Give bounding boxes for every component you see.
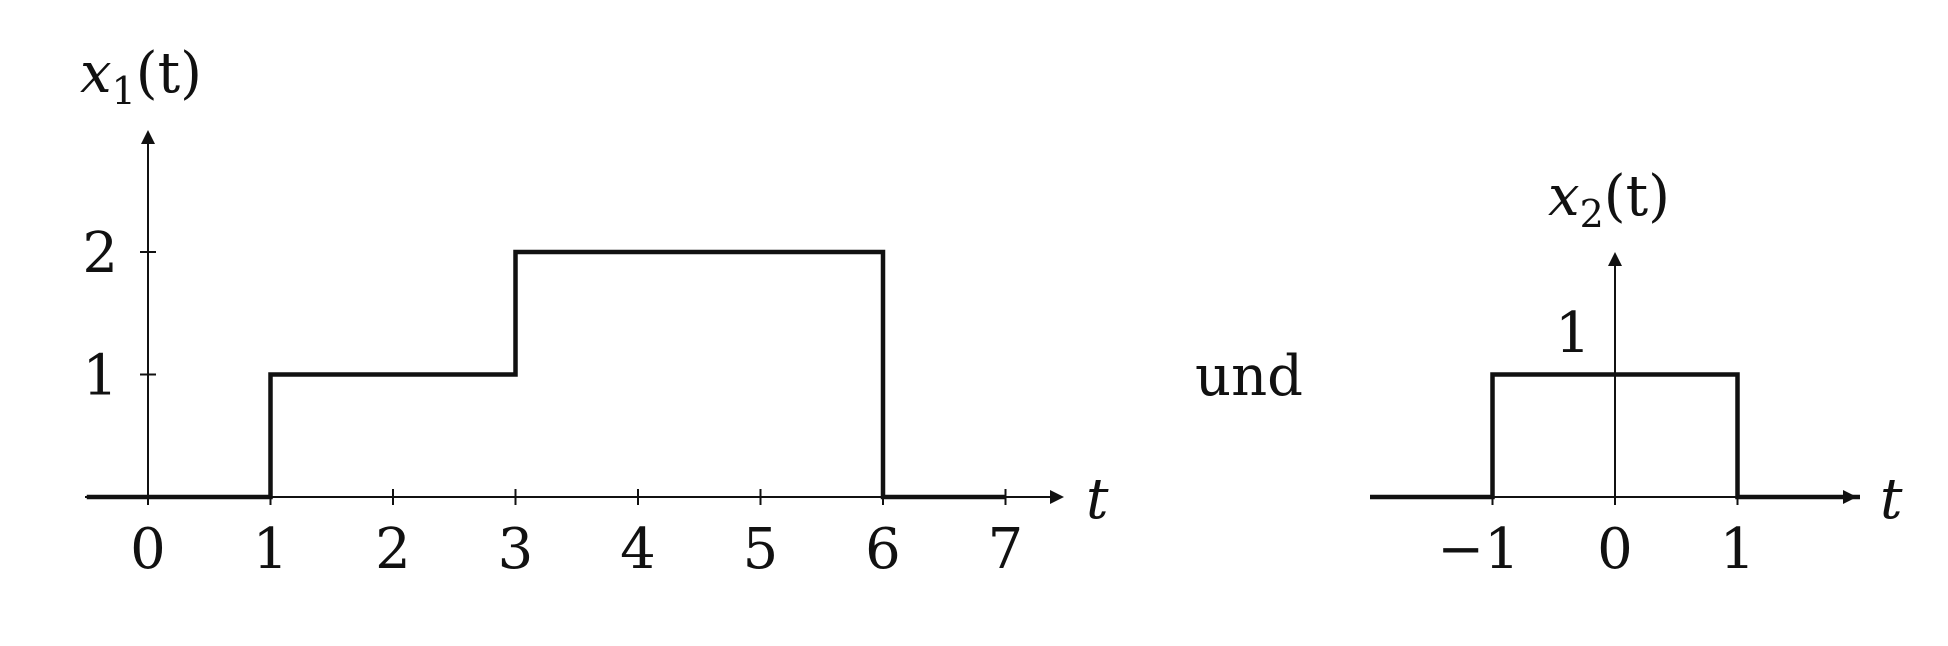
x1-xtick-label: 4 [620,517,656,582]
x2-signal-line [1370,372,1860,500]
x1-xtick-label: 0 [130,517,166,582]
x2-level-label: 1 [1555,301,1591,366]
x2-xtick-label: −1 [1437,517,1520,582]
x1-xtick-label: 1 [253,517,289,582]
x1-ytick-label: 2 [82,221,118,286]
x1-ylabel-main: x [80,41,112,106]
x1-yticks: 12 [82,221,156,409]
connector-text: und [1195,344,1303,409]
x2-xtick-label: 0 [1597,517,1633,582]
x1-ylabel-tail: (t) [136,41,202,106]
x1-xtick-label: 5 [743,517,779,582]
x1-xtick-label: 7 [988,517,1024,582]
x2-xticks: −1 0 1 [1437,489,1755,582]
x1-xtick-label: 6 [865,517,901,582]
x2-xlabel: t [1880,467,1903,532]
x1-ytick-label: 1 [82,344,118,409]
x1-xlabel: t [1086,467,1109,532]
x2-ylabel-tail: (t) [1604,164,1670,229]
chart-x2: −1 0 1 1 t x2(t) [1370,164,1903,582]
x1-ylabel-sub: 1 [112,69,136,113]
x2-ylabel-sub: 2 [1580,192,1604,236]
x2-ylabel-main: x [1548,164,1580,229]
x1-signal-line [86,249,1006,500]
x1-ylabel: x1(t) [80,41,202,113]
x2-xtick-label: 1 [1720,517,1756,582]
x2-ylabel: x2(t) [1548,164,1670,236]
x1-xtick-label: 2 [375,517,411,582]
x1-xtick-label: 3 [498,517,534,582]
x1-xticks: 0 1 2 3 4 5 6 7 [130,489,1023,582]
